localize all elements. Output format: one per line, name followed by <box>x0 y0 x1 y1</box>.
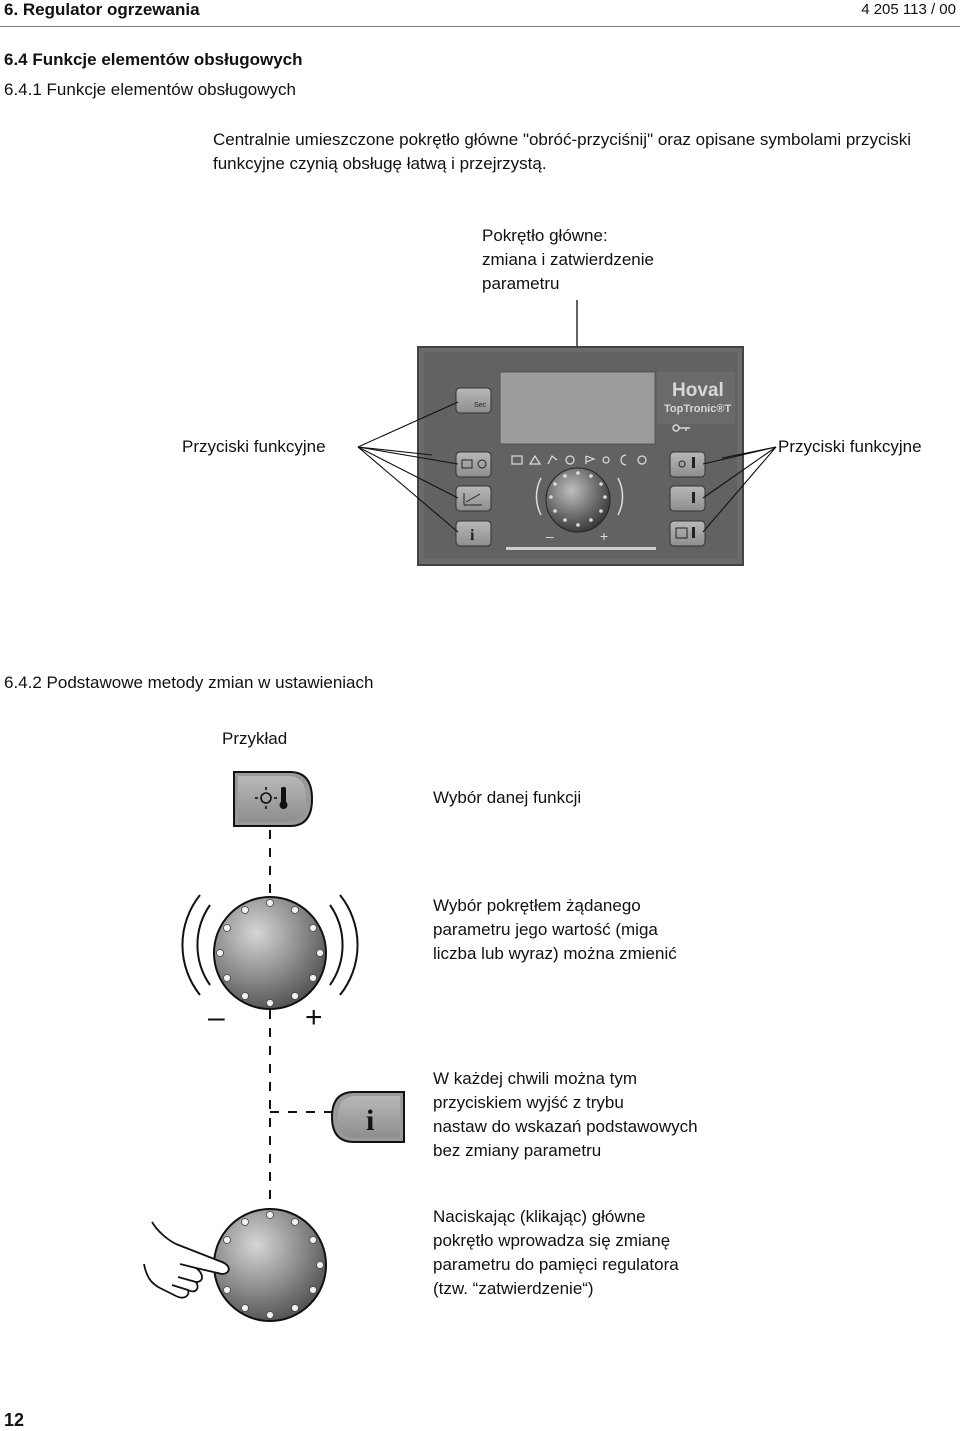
info-button-large: i <box>330 1091 405 1143</box>
key-icon <box>672 424 690 432</box>
subsection-heading: 6.4.1 Funkcje elementów obsługowych <box>4 80 296 99</box>
step-text-line: przyciskiem wyjść z trybu <box>433 1093 624 1112</box>
dial-minus: – <box>208 1001 225 1034</box>
brand-logo: Hoval <box>672 380 724 401</box>
step-text-line: Wybór pokrętłem żądanego <box>433 896 641 915</box>
knob-callout-line: parametru <box>482 274 560 293</box>
step-text-line: pokrętło wprowadza się zmianę <box>433 1231 671 1250</box>
press-dial <box>213 1208 327 1322</box>
main-knob-dots <box>549 471 607 527</box>
dial-plus: + <box>305 1001 323 1034</box>
model-name: TopTronic®T <box>664 403 731 415</box>
mode-icon-row <box>511 454 647 466</box>
right-function-buttons-label: Przyciski funkcyjne <box>778 437 922 456</box>
left-button-curve <box>455 485 492 512</box>
left-function-buttons-label: Przyciski funkcyjne <box>182 437 326 456</box>
step-2-text: Wybór pokrętłem żądanego parametru jego … <box>433 894 853 966</box>
display-window <box>499 371 656 445</box>
document-code: 4 205 113 / 00 <box>861 1 956 18</box>
step-4-text: Naciskając (klikając) główne pokrętło wp… <box>433 1205 853 1301</box>
step-text-line: (tzw. “zatwierdzenie“) <box>433 1279 594 1298</box>
rotary-dial: – + <box>181 894 359 1034</box>
chapter-title: 6. Regulator ogrzewania <box>4 0 200 19</box>
step-3-text: W każdej chwili można tym przyciskiem wy… <box>433 1067 853 1163</box>
left-button-sec: Sec <box>455 387 492 414</box>
step-text-line: parametru jego wartość (miga <box>433 920 658 939</box>
knob-minus: – <box>546 528 554 544</box>
sec-label: Sec <box>474 402 487 409</box>
step-text-line: bez zmiany parametru <box>433 1141 602 1160</box>
dial-dots <box>216 899 324 1007</box>
right-leader-lines <box>702 446 777 533</box>
section-heading: 6.4 Funkcje elementów obsługowych <box>4 50 303 69</box>
left-button-info: i <box>455 520 492 547</box>
example-label: Przykład <box>222 729 288 748</box>
step-text-line: W każdej chwili można tym <box>433 1069 638 1088</box>
step-1-text: Wybór danej funkcji <box>433 786 853 810</box>
knob-callout: Pokrętło główne: zmiana i zatwierdzenie … <box>482 224 654 296</box>
step-text-line: parametru do pamięci regulatora <box>433 1255 679 1274</box>
intro-paragraph: Centralnie umieszczone pokrętło główne "… <box>213 130 912 173</box>
step-text-line: nastaw do wskazań podstawowych <box>433 1117 698 1136</box>
thermometer-icon <box>281 787 286 803</box>
left-leader-lines <box>357 401 459 533</box>
right-button-day-temp <box>669 451 706 478</box>
sun-icon <box>255 787 277 809</box>
left-button-mode <box>455 451 492 478</box>
right-button-night-temp <box>669 485 706 512</box>
step-text-line: Wybór danej funkcji <box>433 788 582 807</box>
day-temp-button-large <box>233 771 314 827</box>
knob-callout-line: zmiana i zatwierdzenie <box>482 250 654 269</box>
main-knob <box>545 467 611 533</box>
header-rule <box>0 26 960 27</box>
knob-callout-line: Pokrętło główne: <box>482 226 608 245</box>
right-button-hot-water <box>669 520 706 547</box>
pointing-hand-icon <box>143 1221 230 1299</box>
info-icon: i <box>470 527 475 544</box>
step-text-line: Naciskając (klikając) główne <box>433 1207 646 1226</box>
page-number: 12 <box>4 1410 25 1430</box>
step-text-line: liczba lub wyraz) można zmienić <box>433 944 677 963</box>
subsection-heading-6-4-2: 6.4.2 Podstawowe metody zmian w ustawien… <box>4 673 374 692</box>
info-icon: i <box>366 1104 374 1137</box>
knob-plus: + <box>600 528 608 544</box>
